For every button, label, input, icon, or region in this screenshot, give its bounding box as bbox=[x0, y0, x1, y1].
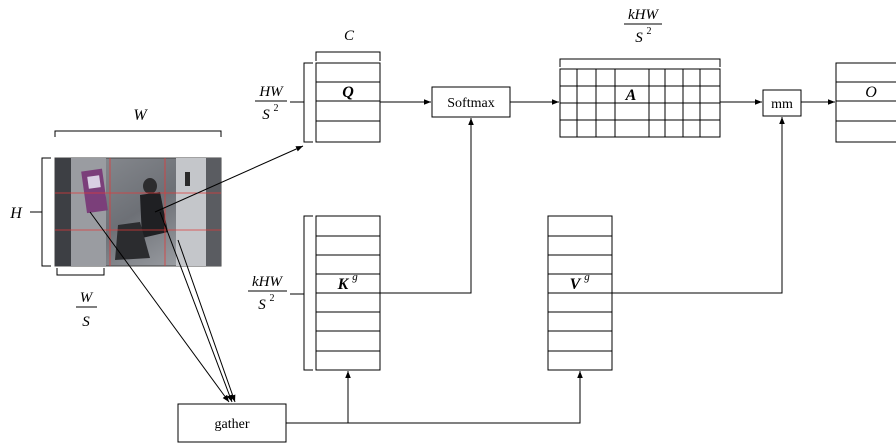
svg-text:S: S bbox=[262, 107, 270, 123]
svg-text:S: S bbox=[82, 314, 90, 330]
kg-matrix: K g bbox=[316, 216, 380, 370]
svg-text:2: 2 bbox=[270, 293, 275, 304]
svg-text:2: 2 bbox=[274, 103, 279, 114]
height-label: H bbox=[9, 205, 23, 222]
svg-text:kHW: kHW bbox=[628, 7, 659, 23]
svg-text:2: 2 bbox=[647, 26, 652, 37]
svg-text:S: S bbox=[258, 297, 266, 313]
svg-text:W: W bbox=[80, 290, 94, 306]
mm-box: mm bbox=[763, 90, 801, 116]
softmax-box: Softmax bbox=[432, 87, 510, 117]
width-label: W bbox=[133, 107, 148, 124]
a-cols-fraction: kHW S 2 bbox=[624, 7, 662, 46]
mm-label: mm bbox=[771, 97, 793, 112]
channel-bracket bbox=[316, 52, 380, 61]
gather-label: gather bbox=[215, 417, 250, 432]
a-cols-bracket bbox=[560, 59, 720, 67]
patch-fraction: W S bbox=[76, 290, 97, 330]
svg-text:g: g bbox=[352, 271, 358, 283]
channel-label: C bbox=[344, 28, 355, 44]
vg-matrix: V g bbox=[548, 216, 612, 370]
q-matrix: Q bbox=[316, 63, 380, 142]
q-rows-bracket bbox=[304, 63, 313, 142]
kg-label: K bbox=[337, 276, 350, 293]
q-rows-fraction: HW S 2 bbox=[255, 84, 287, 123]
width-bracket bbox=[55, 131, 221, 137]
svg-text:HW: HW bbox=[258, 84, 284, 100]
gather-box: gather bbox=[178, 404, 286, 442]
kg-rows-fraction: kHW S 2 bbox=[248, 274, 287, 313]
o-matrix: O bbox=[836, 63, 896, 142]
q-label: Q bbox=[342, 84, 354, 101]
o-label: O bbox=[865, 84, 877, 101]
patch-bracket bbox=[57, 268, 104, 275]
input-image bbox=[55, 158, 221, 266]
a-matrix: A bbox=[560, 69, 720, 137]
kg-rows-bracket bbox=[304, 216, 313, 370]
svg-text:g: g bbox=[584, 271, 590, 283]
a-label: A bbox=[625, 87, 637, 104]
softmax-label: Softmax bbox=[447, 96, 494, 111]
vg-label: V bbox=[570, 276, 582, 293]
svg-text:kHW: kHW bbox=[252, 274, 283, 290]
height-bracket bbox=[42, 158, 51, 266]
svg-text:S: S bbox=[635, 30, 643, 46]
